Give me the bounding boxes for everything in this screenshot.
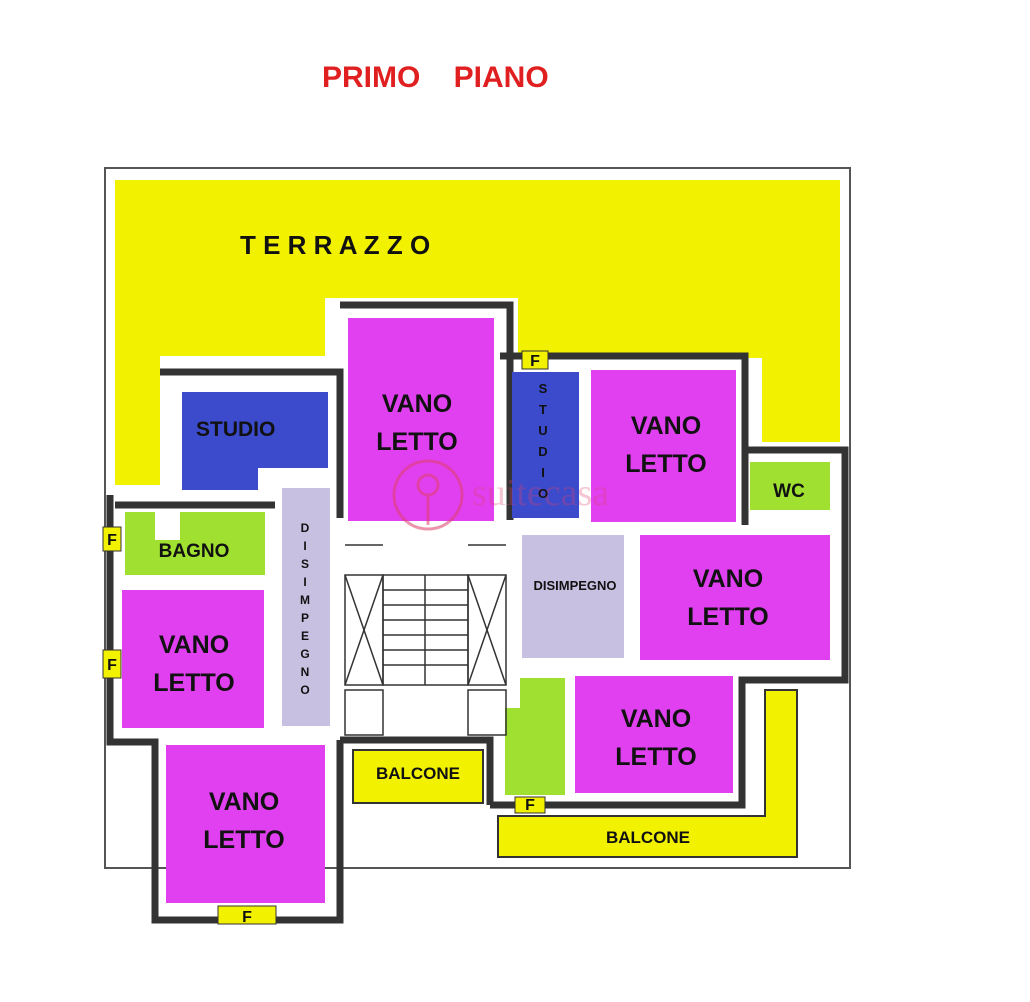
balcone-1-area (352, 749, 484, 804)
vano-letto-3-label-line2: LETTO (687, 603, 768, 631)
terrazzo-area (115, 180, 840, 485)
window-mark-4: F (525, 797, 535, 814)
svg-text:I: I (303, 575, 306, 589)
vano-letto-3-area (640, 535, 830, 660)
svg-text:D: D (301, 521, 310, 535)
vano-letto-5-area (122, 590, 264, 728)
svg-text:O: O (300, 683, 309, 697)
vano-letto-2-label-line1: VANO (631, 412, 701, 440)
bagno-label: BAGNO (159, 541, 230, 562)
studio-left-area (182, 392, 328, 490)
svg-text:D: D (538, 444, 547, 459)
disimpegno-vertical-area (282, 488, 330, 726)
watermark-text: suitecasa (472, 472, 609, 514)
bath-small-area (505, 678, 565, 795)
vano-letto-6-area (166, 745, 325, 903)
window-mark-5: F (242, 909, 252, 926)
window-mark-box-4 (514, 796, 546, 814)
page-title: PRIMO PIANO (322, 61, 549, 94)
vano-letto-1-label-line1: VANO (382, 390, 452, 418)
outer-outline (104, 167, 851, 869)
svg-text:I: I (303, 539, 306, 553)
svg-text:S: S (301, 557, 309, 571)
wc-area (750, 462, 830, 510)
vano-letto-3-label-line1: VANO (693, 565, 763, 593)
watermark-logo: suitecasa (392, 459, 609, 531)
svg-text:I: I (541, 465, 545, 480)
vano-letto-2-area (591, 370, 736, 522)
window-mark-2: F (107, 532, 117, 549)
window-mark-box-2 (102, 526, 122, 552)
svg-text:M: M (300, 593, 310, 607)
stairwell (344, 544, 507, 736)
vano-letto-2-label-line2: LETTO (625, 450, 706, 478)
svg-text:U: U (538, 423, 547, 438)
svg-text:S: S (539, 381, 548, 396)
studio-vertical-area (512, 372, 579, 518)
window-mark-box-3 (102, 649, 122, 679)
vano-letto-4-label-line1: VANO (621, 705, 691, 733)
balcone-1-label: BALCONE (376, 764, 460, 783)
window-mark-box-5 (217, 905, 277, 925)
disimpegno-label: DISIMPEGNO (533, 578, 616, 593)
studio-vertical-label: S T U D I O (538, 381, 548, 501)
window-mark-box-1 (521, 350, 549, 370)
balcone-2-label: BALCONE (606, 828, 690, 847)
studio-left-label: STUDIO (196, 418, 275, 441)
vano-letto-6-label-line2: LETTO (203, 826, 284, 854)
wc-label: WC (773, 481, 805, 502)
svg-text:O: O (538, 486, 548, 501)
vano-letto-4-area (575, 676, 733, 793)
terrazzo-label: T E R R A Z Z O (240, 230, 430, 260)
bagno-area (125, 512, 265, 575)
walls (106, 301, 849, 924)
vano-letto-4-label-line2: LETTO (615, 743, 696, 771)
svg-text:N: N (301, 665, 310, 679)
svg-text:T: T (539, 402, 547, 417)
svg-text:P: P (301, 611, 309, 625)
window-mark-1: F (530, 353, 540, 370)
disimpegno-vertical-label: D I S I M P E G N O (300, 521, 310, 697)
svg-text:G: G (300, 647, 309, 661)
balcone-2-area (497, 689, 798, 858)
vano-letto-1-label-line2: LETTO (376, 428, 457, 456)
vano-letto-1-area (348, 318, 494, 521)
vano-letto-6-label-line1: VANO (209, 788, 279, 816)
vano-letto-5-label-line1: VANO (159, 631, 229, 659)
vano-letto-5-label-line2: LETTO (153, 669, 234, 697)
disimpegno-area (522, 535, 624, 658)
window-mark-3: F (107, 657, 117, 674)
svg-text:E: E (301, 629, 309, 643)
